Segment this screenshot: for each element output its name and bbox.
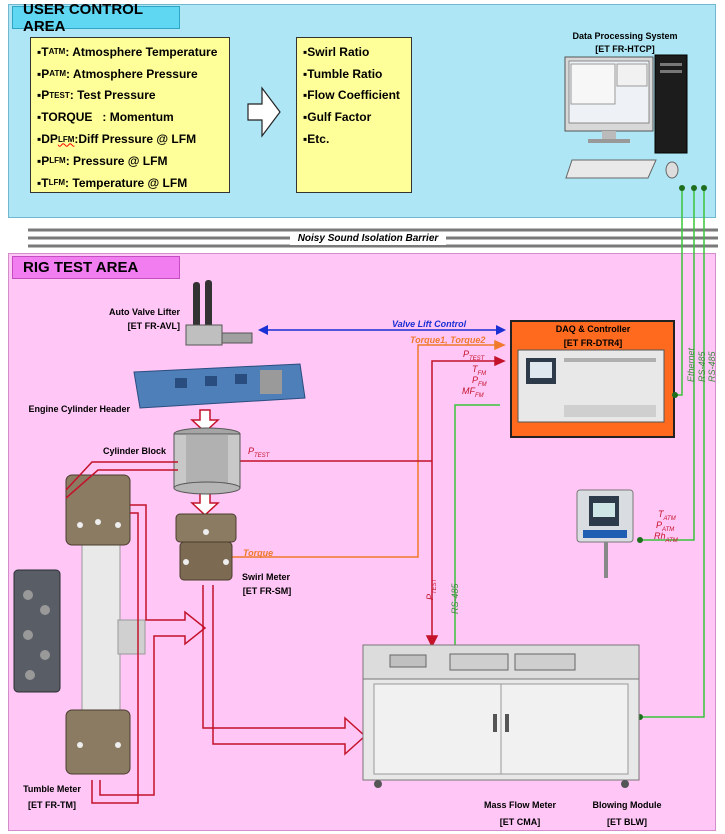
torque-lines <box>230 339 506 558</box>
valve-lifter-icon <box>185 280 253 346</box>
rs485-b-label: RS-485 <box>707 351 717 382</box>
param-row: ▪TORQUE : Momentum <box>37 110 174 125</box>
cylinder-header-label: Engine Cylinder Header <box>28 404 130 414</box>
valve-lifter-label: Auto Valve Lifter <box>108 307 180 317</box>
tfm-label: TFM <box>472 364 487 377</box>
daq-controller-code: [ET FR-DTR4] <box>563 338 623 348</box>
cylinder-block-icon <box>173 427 241 495</box>
rig-test-area-title: RIG TEST AREA <box>12 256 180 279</box>
valve-lift-control-label: Valve Lift Control <box>392 319 467 329</box>
data-processing-system-label: Data Processing System <box>572 31 678 41</box>
ptest-daq-label: PTEST <box>463 349 485 362</box>
patm-label: PATM <box>656 520 675 533</box>
data-processing-system-code: [ET FR-HTCP] <box>595 44 655 54</box>
daq-unit-icon <box>517 349 665 423</box>
tatm-label: TATM <box>658 509 676 522</box>
result-row: ▪Swirl Ratio <box>303 44 370 59</box>
atmosphere-sensor-icon <box>576 489 634 578</box>
daq-controller-label: DAQ & Controller <box>555 324 631 334</box>
computer-icon <box>564 54 688 179</box>
rs485-vertical-label: RS-485 <box>450 583 460 614</box>
tumble-meter-icon <box>65 474 146 775</box>
torque12-label: Torque1, Torque2 <box>410 335 486 345</box>
valve-lifter-code: [ET FR-AVL] <box>127 321 180 331</box>
cylinder-block-label: Cylinder Block <box>102 446 166 456</box>
swirl-meter-code: [ET FR-SM] <box>242 586 292 596</box>
swirl-meter-label: Swirl Meter <box>241 572 290 582</box>
pressure-lines <box>238 355 506 648</box>
tumble-meter-label: Tumble Meter <box>23 784 81 794</box>
mass-flow-meter-code: [ET CMA] <box>499 817 541 827</box>
mass-flow-meter-label: Mass Flow Meter <box>483 800 557 810</box>
result-row: ▪Flow Coefficient <box>303 88 400 103</box>
torque-label: Torque <box>243 548 274 558</box>
blowing-module-label: Blowing Module <box>592 800 662 810</box>
computed-results-list: ▪Swirl Ratio ▪Tumble Ratio ▪Flow Coeffic… <box>296 37 412 193</box>
mffm-label: MFFM <box>462 386 484 399</box>
result-row: ▪Etc. <box>303 132 330 147</box>
ptest-vertical-label: PTEST <box>425 578 438 600</box>
result-row: ▪Gulf Factor <box>303 110 372 125</box>
ethernet-label: Ethernet <box>686 347 696 382</box>
result-row: ▪Tumble Ratio <box>303 66 383 81</box>
barrier-label: Noisy Sound Isolation Barrier <box>290 232 446 245</box>
blowing-cabinet-icon <box>362 644 640 788</box>
process-arrow-icon <box>247 86 281 138</box>
valve-lift-control-line <box>258 325 506 335</box>
swirl-meter-icon <box>175 513 237 581</box>
rs485-a-label: RS-485 <box>697 351 707 382</box>
ptest-block-label: PTEST <box>248 446 270 459</box>
cylinder-header-icon <box>133 363 306 409</box>
flow-down-arrow-icon <box>190 492 220 517</box>
communication-lines <box>454 190 705 718</box>
engine-block-icon <box>13 569 61 693</box>
pfm-label: PFM <box>472 375 487 388</box>
rhatm-label: RhATM <box>654 531 678 544</box>
blowing-module-code: [ET BLW] <box>607 817 647 827</box>
flow-down-arrow-icon <box>190 409 220 434</box>
tumble-meter-code: [ET FR-TM] <box>28 800 76 810</box>
